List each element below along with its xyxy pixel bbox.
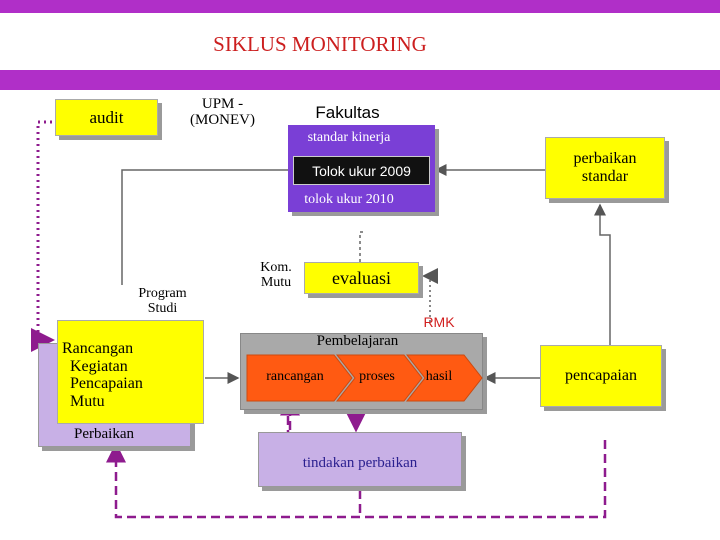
line-evaluasi-to-tolok <box>359 231 366 262</box>
perbaikan-standar-box: perbaikan standar <box>545 137 665 199</box>
rancangan-kegiatan-label: Rancangan Kegiatan Pencapaian Mutu <box>62 340 143 410</box>
audit-label: audit <box>89 107 124 127</box>
page-title: SIKLUS MONITORING <box>213 32 427 56</box>
tolok-ukur-2010-label: tolok ukur 2010 <box>304 192 394 207</box>
top-accent-bar <box>0 0 720 13</box>
hasil-chevron <box>405 354 483 402</box>
line-audit-loop <box>31 120 58 352</box>
rancangan-kegiatan-box <box>57 320 204 424</box>
line-rmk-to-evaluasi <box>422 268 438 322</box>
proses-label: proses <box>359 369 395 384</box>
kom-mutu-label: Kom. Mutu <box>260 260 292 290</box>
pencapaian-label: pencapaian <box>565 367 637 384</box>
standar-kinerja-label: standar kinerja <box>307 130 391 145</box>
rancangan-label: rancangan <box>266 369 324 384</box>
tolok-ukur-2009-label: Tolok ukur 2009 <box>312 162 411 179</box>
hasil-label: hasil <box>425 369 453 384</box>
rmk-label: RMK <box>423 314 455 330</box>
pencapaian-box: pencapaian <box>540 345 662 407</box>
tolok-ukur-2009-box: Tolok ukur 2009 <box>293 156 430 185</box>
line-pencapaian-to-perbaikan-standar <box>594 203 611 345</box>
perbaikan-standar-label: perbaikan standar <box>573 150 637 185</box>
proses-chevron <box>335 354 423 402</box>
line-tolok-to-prodi <box>121 169 293 285</box>
tindakan-perbaikan-label: tindakan perbaikan <box>302 455 418 471</box>
header-accent-bar <box>0 70 720 90</box>
fakultas-label: Fakultas <box>315 103 380 122</box>
tindakan-perbaikan-box: tindakan perbaikan <box>258 432 462 487</box>
rancangan-chevron <box>246 354 353 402</box>
pembelajaran-label: Pembelajaran <box>316 333 399 349</box>
evaluasi-box: evaluasi <box>304 262 419 294</box>
audit-box: audit <box>55 99 158 136</box>
evaluasi-label: evaluasi <box>332 267 391 288</box>
upm-label: UPM - (MONEV) <box>190 96 255 128</box>
perbaikan-label: Perbaikan <box>74 426 134 442</box>
line-feedback-loop <box>106 440 607 519</box>
process-chevrons <box>246 354 483 402</box>
program-studi-label: Program Studi <box>138 286 187 316</box>
